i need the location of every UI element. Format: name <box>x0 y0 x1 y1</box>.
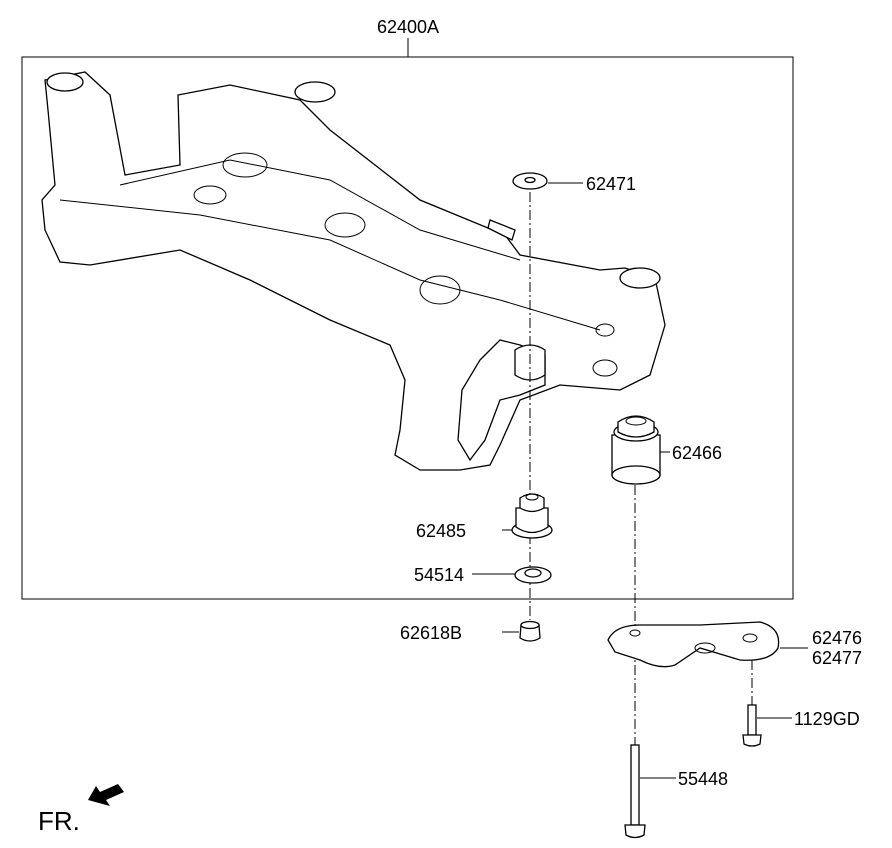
part-54514-washer[interactable] <box>514 566 552 584</box>
assembly-label[interactable]: 62400A <box>377 17 439 37</box>
part-62485-bushing[interactable] <box>511 493 553 539</box>
part-62471-washer[interactable] <box>512 172 548 190</box>
part-62618B-nut[interactable] <box>519 620 541 642</box>
label-62477[interactable]: 62477 <box>812 648 862 668</box>
label-54514[interactable]: 54514 <box>414 565 464 585</box>
part-62466-bushing[interactable] <box>611 415 661 485</box>
label-62471[interactable]: 62471 <box>586 174 636 194</box>
part-55448-bolt[interactable] <box>624 744 646 839</box>
label-1129GD[interactable]: 1129GD <box>794 709 860 729</box>
subframe-crossmember[interactable] <box>41 71 666 471</box>
label-62476[interactable]: 62476 <box>812 628 862 648</box>
label-55448[interactable]: 55448 <box>678 769 728 789</box>
part-62476-62477-bracket[interactable] <box>607 621 780 668</box>
label-62618B[interactable]: 62618B <box>400 623 462 643</box>
front-arrow-icon <box>88 784 124 806</box>
front-direction-label: FR. <box>38 806 80 836</box>
label-62466[interactable]: 62466 <box>672 443 722 463</box>
part-1129GD-bolt[interactable] <box>742 704 762 747</box>
label-62485[interactable]: 62485 <box>416 521 466 541</box>
